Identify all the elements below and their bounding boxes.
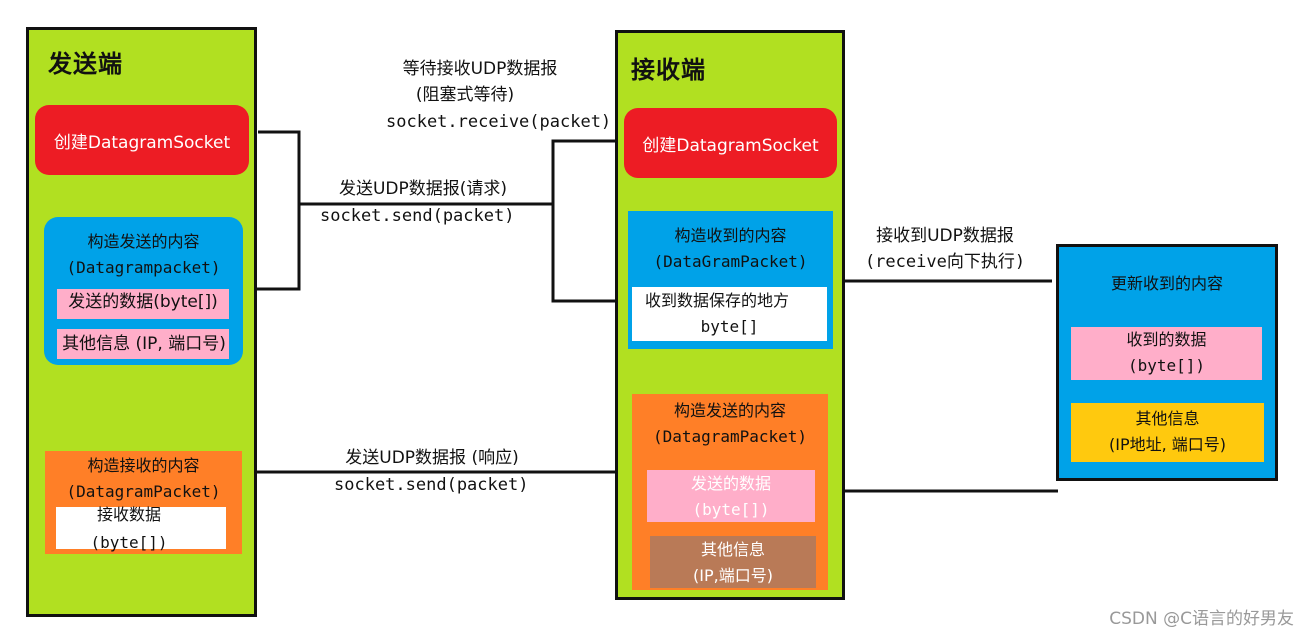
sender-send-info-bg xyxy=(57,329,229,359)
received-label-1: 接收到UDP数据报 xyxy=(876,226,1014,246)
sender-create-socket: 创建DatagramSocket xyxy=(35,105,249,175)
update-info-detail: (IP地址, 端口号) xyxy=(1108,435,1227,454)
update-info-label: 其他信息 xyxy=(1135,409,1200,428)
receiver-send-data: 发送的数据 xyxy=(690,474,771,493)
sender-send-subtitle: (Datagrampacket) xyxy=(66,258,221,277)
sender-recv-data-box xyxy=(56,507,226,549)
send-request-label-1: 发送UDP数据报(请求) xyxy=(338,179,508,199)
receiver-send-info-detail: (IP,端口号) xyxy=(693,566,773,585)
sender-recv-data: 接收数据 xyxy=(96,505,161,524)
receiver-send-data-box xyxy=(647,470,815,522)
update-data-box xyxy=(1071,327,1262,380)
wait-label-1: 等待接收UDP数据报 xyxy=(402,59,558,79)
receiver-save-label: 收到数据保存的地方 xyxy=(644,291,789,310)
sender-bracket-line xyxy=(248,130,301,291)
sender-title: 发送端 xyxy=(48,50,123,78)
receiver-send-title: 构造发送的内容 xyxy=(673,401,786,420)
receiver-send-info-box xyxy=(650,536,816,588)
receiver-send-data-type: (byte[]) xyxy=(692,500,770,519)
watermark: CSDN @C语言的好男友 xyxy=(1109,609,1294,629)
sender-send-data: 发送的数据(byte[]) xyxy=(57,289,229,319)
receiver-title: 接收端 xyxy=(631,56,706,84)
update-info-box xyxy=(1071,403,1264,462)
send-response-label-1: 发送UDP数据报 (响应) xyxy=(345,448,519,468)
update-panel-title: 更新收到的内容 xyxy=(1110,274,1223,293)
send-request-label-2: socket.send(packet) xyxy=(320,206,515,226)
receiver-recv-subtitle: (DataGramPacket) xyxy=(653,252,808,271)
wait-label-3: socket.receive(packet) xyxy=(386,112,612,132)
update-data-type: (byte[]) xyxy=(1127,356,1206,375)
receiver-save-type: byte[] xyxy=(700,317,759,336)
receiver-send-info: 其他信息 xyxy=(700,540,765,559)
sender-recv-subtitle: (DatagramPacket) xyxy=(66,482,221,501)
sender-recv-title: 构造接收的内容 xyxy=(87,456,200,475)
update-data-label: 收到的数据 xyxy=(1126,330,1207,349)
sender-recv-data-type: (byte[]) xyxy=(90,533,168,552)
receiver-bracket-line xyxy=(551,139,629,303)
receiver-save-box xyxy=(632,287,827,341)
receiver-send-subtitle: (DatagramPacket) xyxy=(652,427,808,446)
received-label-2: (receive向下执行) xyxy=(864,252,1026,272)
sender-send-title: 构造发送的内容 xyxy=(87,232,200,251)
wait-label-2: (阻塞式等待) xyxy=(415,85,515,105)
receiver-recv-title: 构造收到的内容 xyxy=(674,226,787,245)
sender-send-info: 其他信息 (IP, 端口号) xyxy=(62,334,226,354)
receiver-create-socket: 创建DatagramSocket xyxy=(624,108,837,178)
send-response-label-2: socket.send(packet) xyxy=(334,475,529,495)
